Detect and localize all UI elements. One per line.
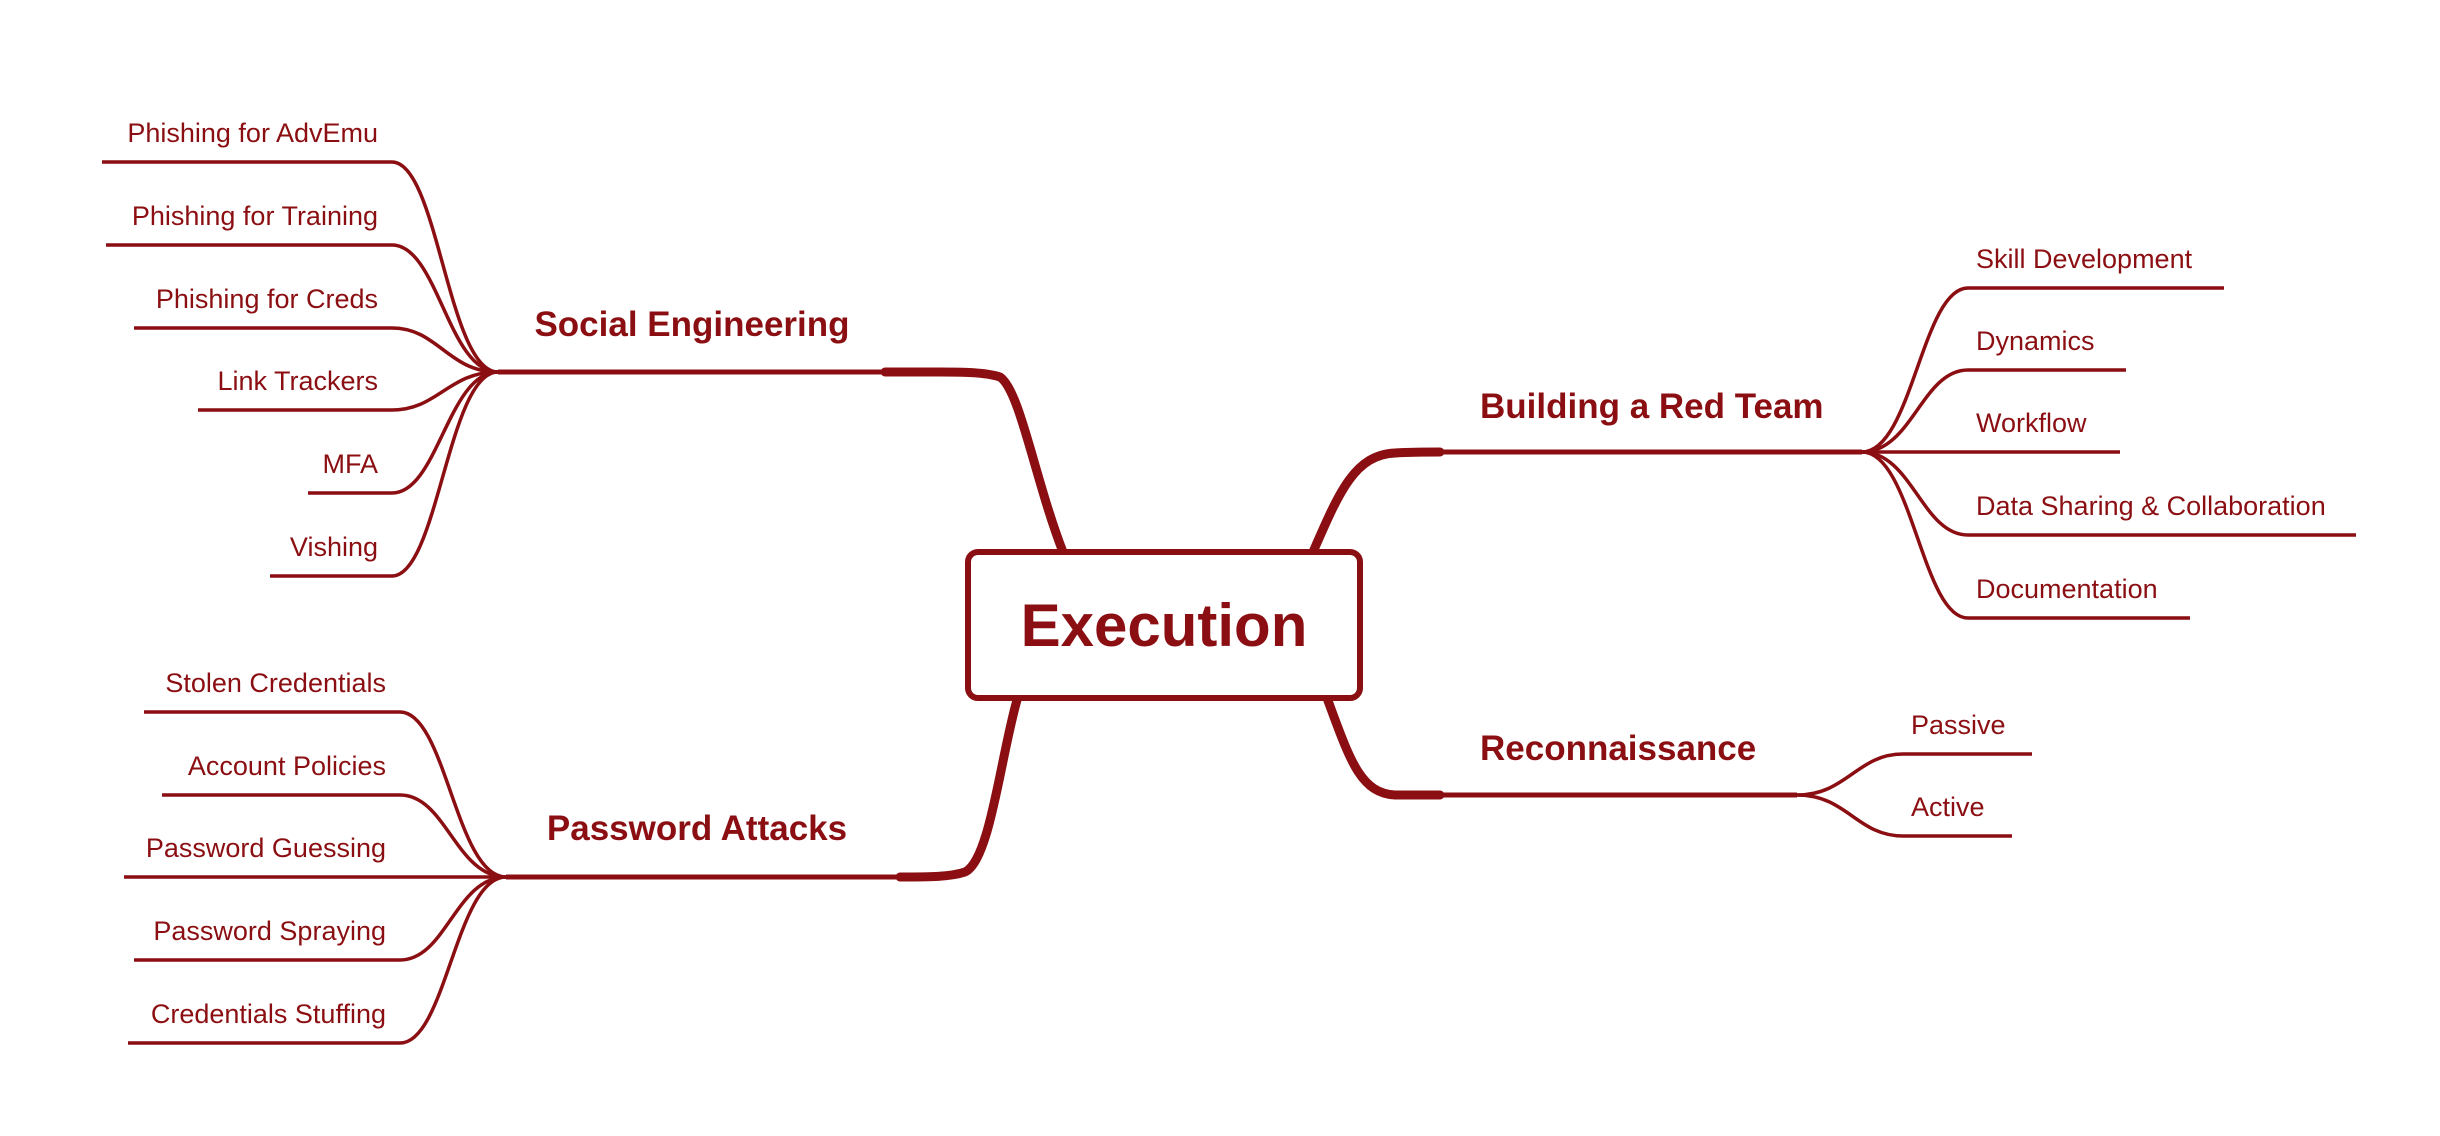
connector-credentials-stuffing [399, 875, 507, 1045]
leaf-dynamics: Dynamics [1976, 326, 2095, 356]
connector-building-red-team [1308, 447, 1445, 557]
connector-skill-development [1861, 286, 1969, 454]
leaf-link-trackers: Link Trackers [217, 366, 378, 396]
connector-phishing-for-training [391, 243, 499, 374]
branch-label-social-engineering: Social Engineering [534, 305, 849, 344]
central-node [965, 549, 1363, 701]
connector-password-spraying [399, 875, 507, 962]
connector-dynamics [1861, 368, 1969, 454]
connector-reconnaissance [1322, 693, 1445, 800]
branch-label-password-attacks: Password Attacks [547, 809, 847, 848]
leaf-workflow: Workflow [1976, 408, 2087, 438]
connector-phishing-for-advemu [391, 160, 499, 374]
branch-label-reconnaissance: Reconnaissance [1480, 729, 1756, 768]
branch-label-building-a-red-team: Building a Red Team [1480, 387, 1824, 426]
leaf-vishing: Vishing [290, 532, 378, 562]
leaf-account-policies: Account Policies [188, 751, 386, 781]
leaf-password-spraying: Password Spraying [153, 916, 386, 946]
leaf-credentials-stuffing: Credentials Stuffing [151, 999, 386, 1029]
connector-active [1796, 793, 1904, 838]
leaf-passive: Passive [1911, 710, 2006, 740]
central-topic: Execution [1021, 592, 1308, 659]
connector-passive [1796, 752, 1904, 797]
connector-social-engineering [880, 367, 1068, 557]
leaf-documentation: Documentation [1976, 574, 2158, 604]
connector-data-sharing-and-collaboration [1861, 450, 1969, 537]
leaf-phishing-for-training: Phishing for Training [132, 201, 378, 231]
connector-phishing-for-creds [391, 326, 499, 374]
connector-stolen-credentials [399, 710, 507, 879]
leaf-skill-development: Skill Development [1976, 244, 2193, 274]
connector-mfa [391, 370, 499, 495]
leaf-mfa: MFA [322, 449, 378, 479]
leaf-phishing-for-creds: Phishing for Creds [156, 284, 378, 314]
connector-link-trackers [391, 370, 499, 412]
leaf-stolen-credentials: Stolen Credentials [165, 668, 386, 698]
connector-account-policies [399, 793, 507, 879]
connector-vishing [391, 370, 499, 578]
leaf-password-guessing: Password Guessing [146, 833, 386, 863]
connector-documentation [1861, 450, 1969, 620]
leaf-data-sharing-and-collaboration: Data Sharing & Collaboration [1976, 491, 2326, 521]
leaf-phishing-for-advemu: Phishing for AdvEmu [127, 118, 378, 148]
connector-password-attacks [895, 695, 1022, 882]
leaf-active: Active [1911, 792, 1985, 822]
